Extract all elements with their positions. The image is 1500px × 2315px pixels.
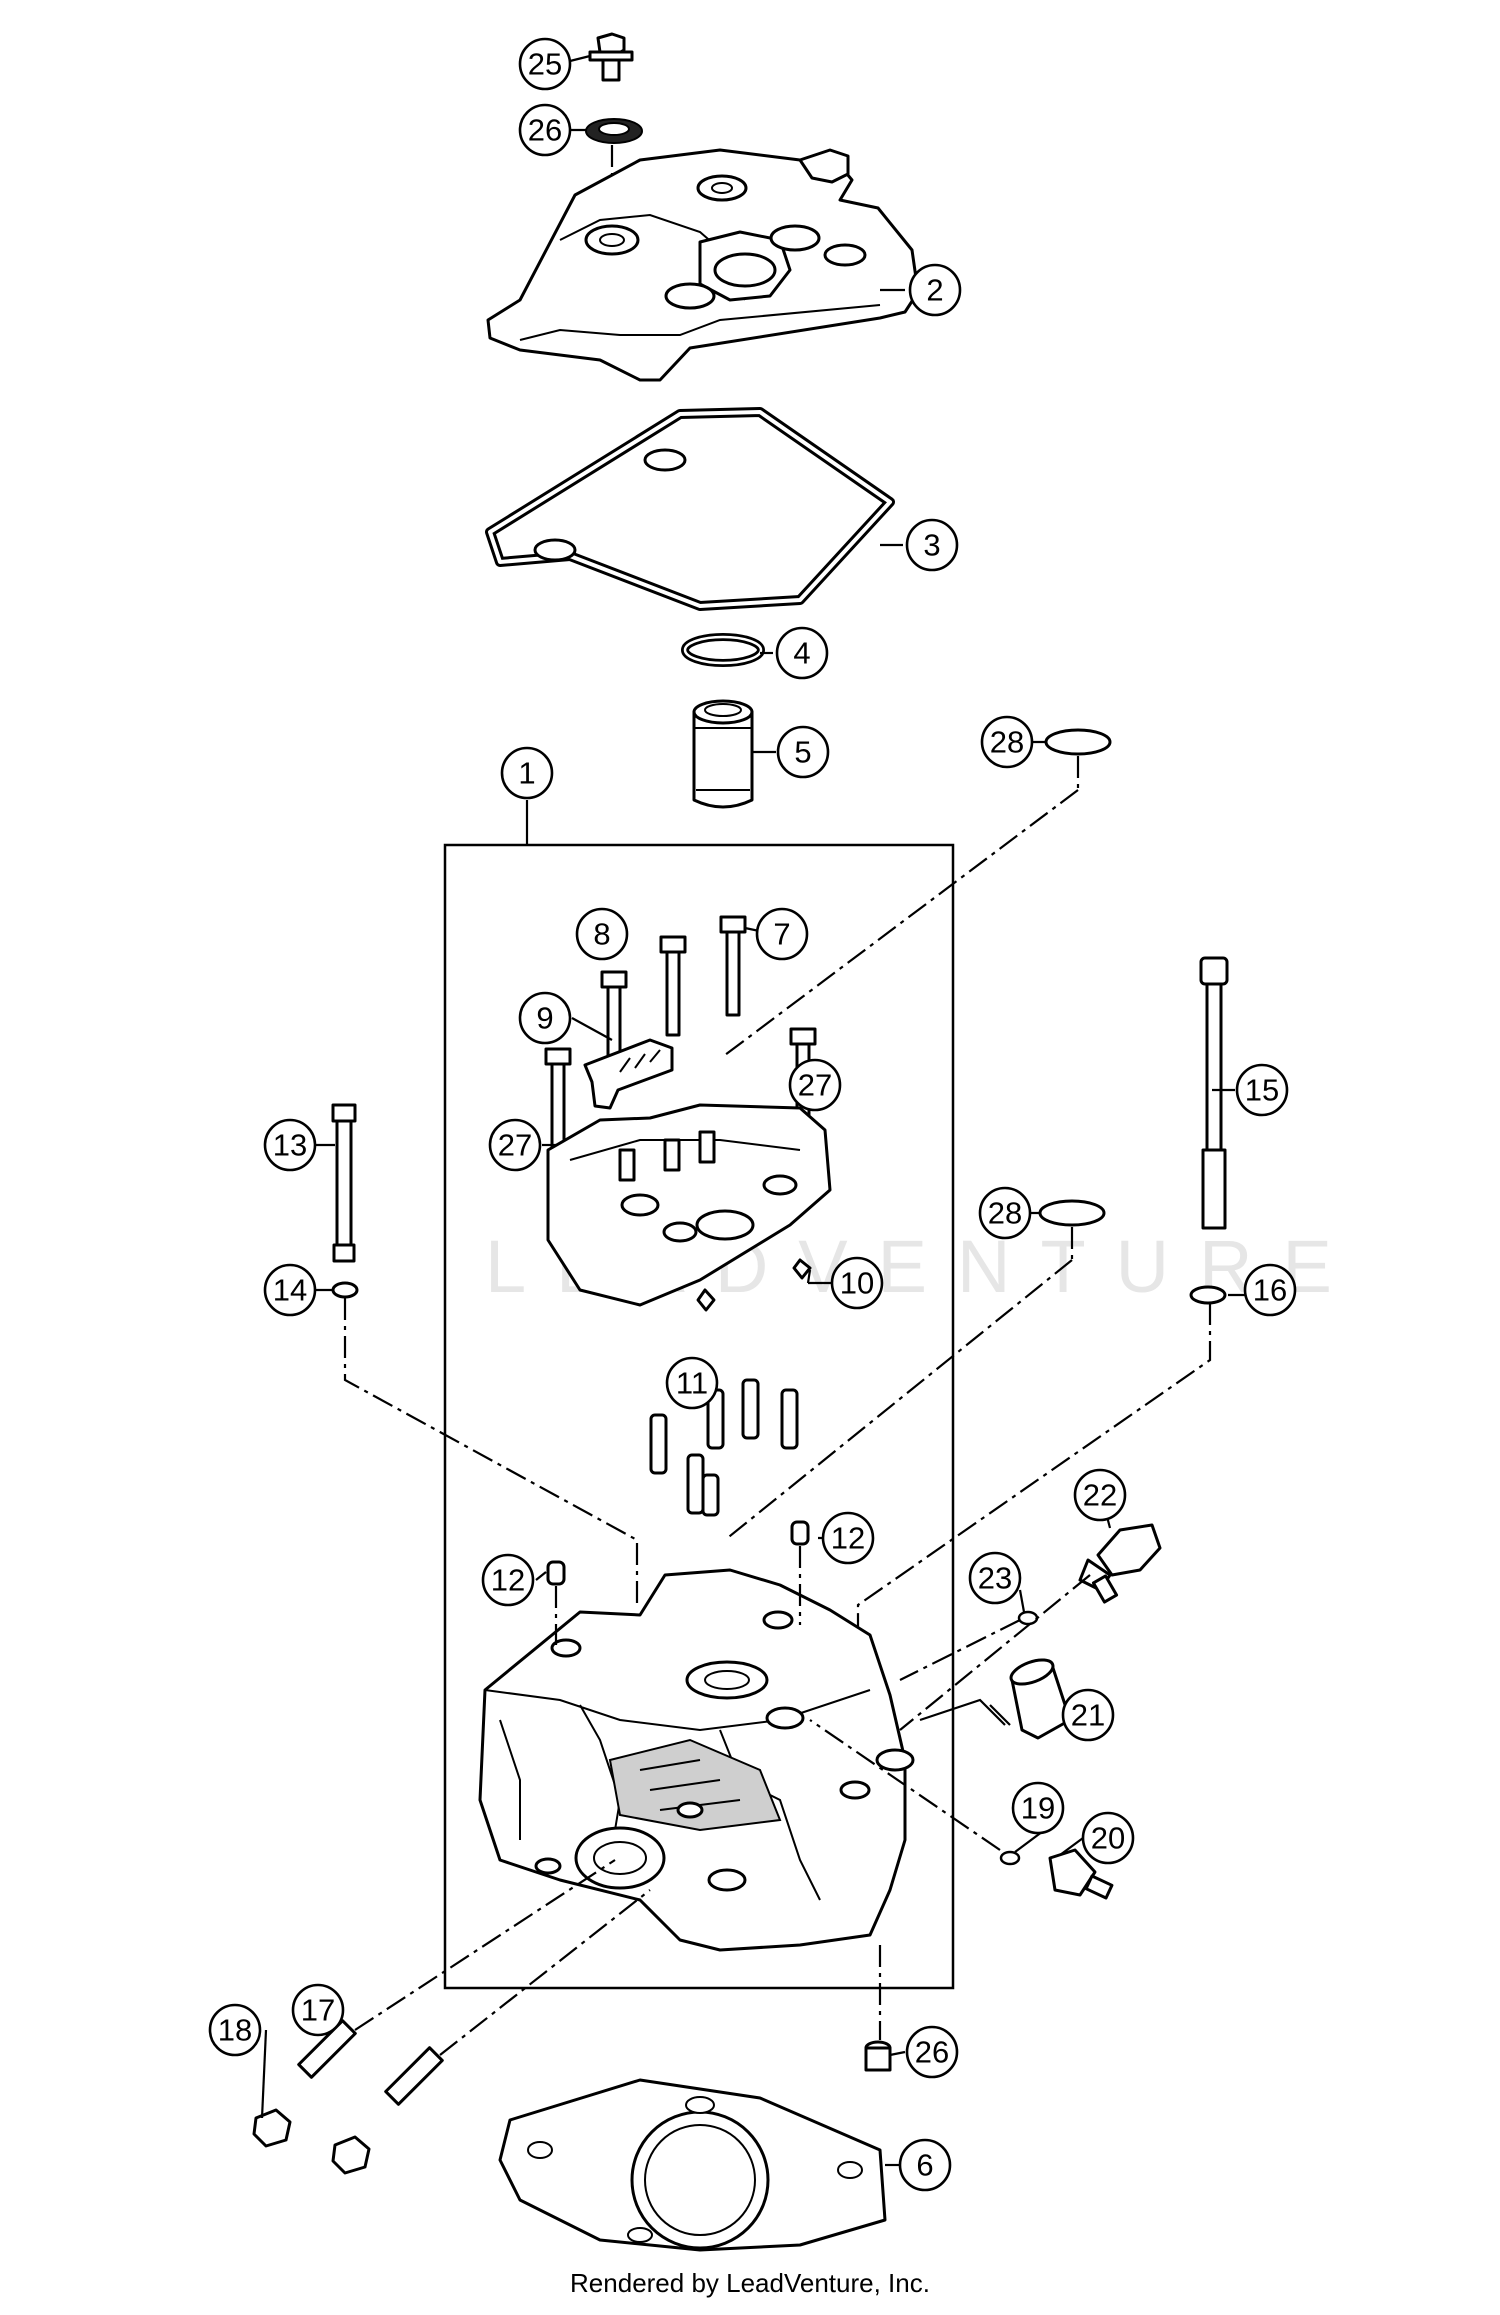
callout-5: 5 xyxy=(776,725,830,779)
part-28-o-ring-lower xyxy=(1038,1199,1106,1227)
callout-15: 15 xyxy=(1235,1063,1289,1117)
part-12-dowel-pin-right xyxy=(790,1520,810,1546)
footer-credit: Rendered by LeadVenture, Inc. xyxy=(570,2268,930,2298)
callout-16: 16 xyxy=(1243,1263,1297,1317)
svg-text:19: 19 xyxy=(1021,1791,1055,1826)
part-28-o-ring-upper xyxy=(1044,728,1112,756)
callout-14: 14 xyxy=(263,1263,317,1317)
callout-11: 11 xyxy=(665,1356,719,1410)
svg-text:5: 5 xyxy=(794,735,811,770)
part-1-cylinder-head xyxy=(478,1568,915,1952)
callout-13: 13 xyxy=(263,1118,317,1172)
svg-text:25: 25 xyxy=(528,47,562,82)
part-bearing-bridge xyxy=(546,1103,832,1312)
part-15-cylinder-head-bolt-right xyxy=(1199,956,1229,1230)
callout-6: 6 xyxy=(898,2138,952,2192)
callout-12-left: 12 xyxy=(481,1553,535,1607)
callout-25: 26 xyxy=(518,103,572,157)
svg-text:23: 23 xyxy=(978,1561,1012,1596)
svg-text:4: 4 xyxy=(793,636,810,671)
callout-24: 25 xyxy=(518,37,572,91)
callout-23: 23 xyxy=(968,1551,1022,1605)
callout-28-upper: 28 xyxy=(980,715,1034,769)
svg-text:3: 3 xyxy=(923,528,940,563)
svg-text:10: 10 xyxy=(840,1266,874,1301)
svg-text:13: 13 xyxy=(273,1128,307,1163)
svg-text:7: 7 xyxy=(773,917,790,952)
svg-text:17: 17 xyxy=(301,1993,335,2028)
callout-4: 4 xyxy=(775,626,829,680)
part-23-o-ring xyxy=(1017,1610,1039,1626)
part-14-washer xyxy=(331,1281,359,1299)
part-22-temperature-sensor xyxy=(1078,1523,1162,1604)
svg-text:12: 12 xyxy=(491,1563,525,1598)
svg-text:14: 14 xyxy=(273,1273,307,1308)
callout-3: 3 xyxy=(905,518,959,572)
callout-17: 17 xyxy=(291,1983,345,2037)
part-5-spark-plug-shaft xyxy=(692,699,754,809)
callout-20: 20 xyxy=(1081,1811,1135,1865)
callout-8: 8 xyxy=(575,907,629,961)
svg-text:22: 22 xyxy=(1083,1478,1117,1513)
part-25-seal-ring xyxy=(585,118,643,144)
callout-7: 7 xyxy=(755,907,809,961)
svg-text:27: 27 xyxy=(498,1128,532,1163)
part-24-screw xyxy=(588,32,634,82)
part-2-valve-cover xyxy=(486,148,920,382)
svg-text:11: 11 xyxy=(676,1366,708,1401)
svg-text:26: 26 xyxy=(528,113,562,148)
svg-text:9: 9 xyxy=(536,1001,553,1036)
part-17-studs xyxy=(297,2019,444,2106)
svg-text:12: 12 xyxy=(831,1521,865,1556)
svg-text:18: 18 xyxy=(218,2013,252,2048)
svg-text:16: 16 xyxy=(1253,1273,1287,1308)
svg-text:26: 26 xyxy=(915,2035,949,2070)
svg-text:2: 2 xyxy=(926,273,943,308)
callout-1: 1 xyxy=(500,746,554,800)
callout-12-right: 12 xyxy=(821,1511,875,1565)
svg-text:28: 28 xyxy=(988,1196,1022,1231)
part-12-dowel-pin-left xyxy=(546,1560,566,1586)
assembly-frame xyxy=(443,843,955,1990)
callout-10: 10 xyxy=(830,1256,884,1310)
part-26-plug xyxy=(864,2040,892,2072)
svg-text:20: 20 xyxy=(1091,1821,1125,1856)
part-4-o-ring xyxy=(681,633,765,667)
callout-21: 21 xyxy=(1061,1688,1115,1742)
svg-text:8: 8 xyxy=(593,917,610,952)
callout-22: 22 xyxy=(1073,1468,1127,1522)
svg-text:6: 6 xyxy=(916,2148,933,2183)
part-21-sleeve xyxy=(1009,1658,1072,1740)
svg-text:28: 28 xyxy=(990,725,1024,760)
part-11-valve-guides xyxy=(649,1378,799,1517)
callout-18: 18 xyxy=(208,2003,262,2057)
part-3-cover-gasket xyxy=(485,407,895,611)
part-6-head-gasket xyxy=(498,2078,887,2252)
callout-26: 26 xyxy=(905,2025,959,2079)
svg-text:27: 27 xyxy=(798,1068,832,1103)
part-18-nuts xyxy=(252,2108,371,2175)
part-13-cylinder-head-bolt-left xyxy=(331,1103,357,1263)
svg-text:1: 1 xyxy=(518,756,535,791)
callout-28-lower: 28 xyxy=(978,1186,1032,1240)
callout-27-right: 27 xyxy=(788,1058,842,1112)
svg-text:15: 15 xyxy=(1245,1073,1279,1108)
svg-text:21: 21 xyxy=(1071,1698,1105,1733)
callout-19: 19 xyxy=(1011,1781,1065,1835)
callout-9: 9 xyxy=(518,991,572,1045)
part-20-temperature-sensor xyxy=(1048,1848,1114,1900)
callout-2: 2 xyxy=(908,263,962,317)
part-16-washer xyxy=(1189,1285,1227,1305)
callout-27-left: 27 xyxy=(488,1118,542,1172)
part-19-o-ring xyxy=(999,1850,1021,1866)
part-9-chain-guide-bracket xyxy=(583,1038,674,1110)
